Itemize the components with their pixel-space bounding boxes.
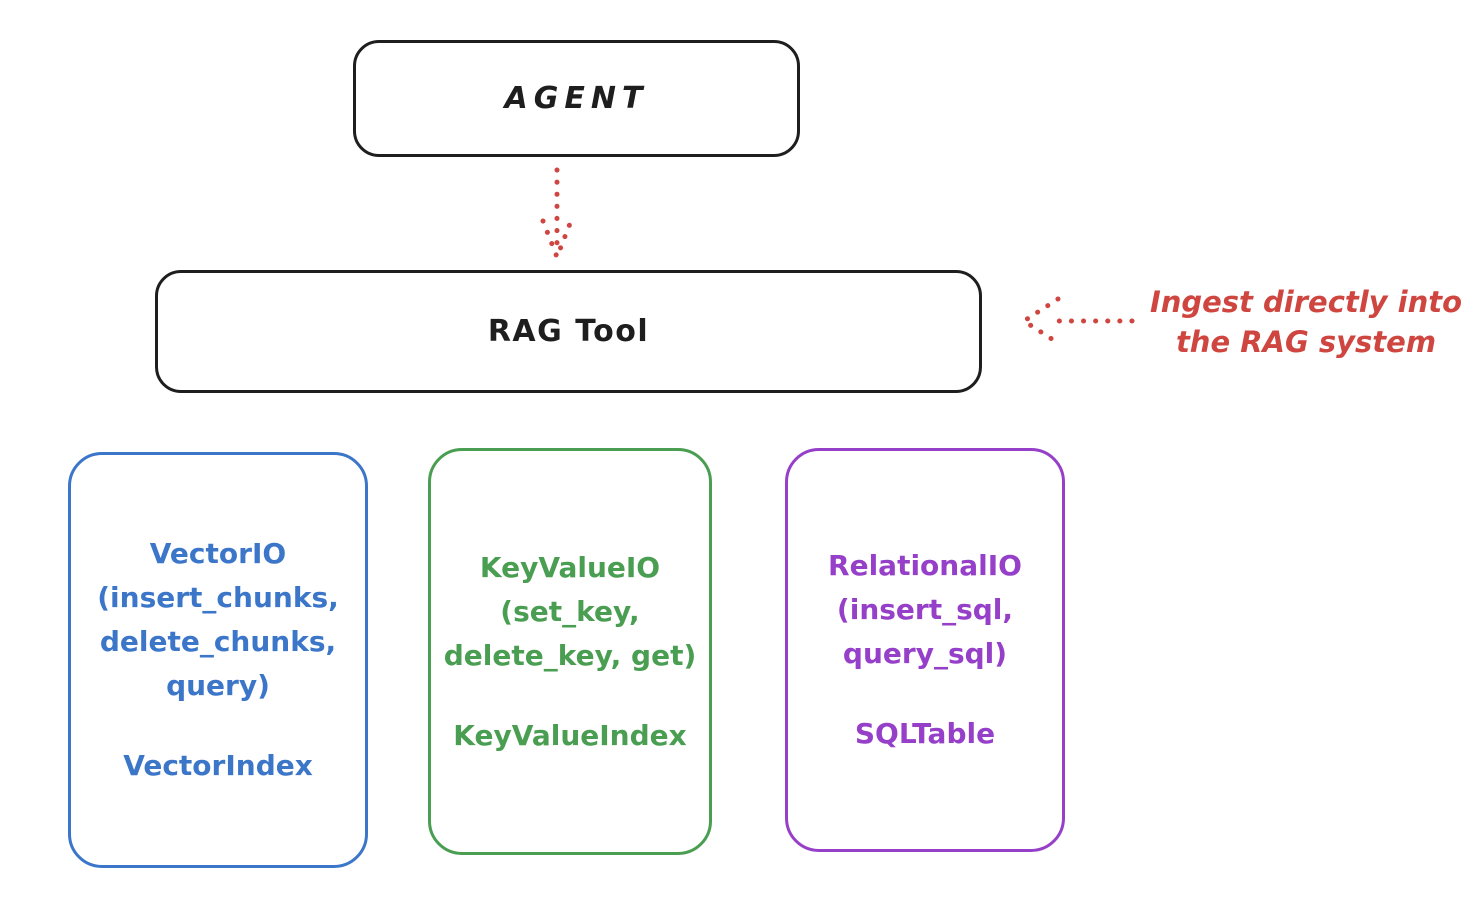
ingest-annotation-line2: the RAG system [1175, 325, 1437, 359]
text-line: (insert_sql, [836, 593, 1014, 626]
ingest-annotation-line1: Ingest directly into [1149, 285, 1463, 319]
text-line: (set_key, [500, 594, 640, 628]
agent-label: AGENT [504, 81, 649, 116]
agent-node: AGENT [353, 40, 800, 157]
agent-to-ragtool-arrow [540, 167, 574, 264]
text-line: KeyValueIO [479, 550, 661, 584]
ingest-annotation-arrow [1019, 296, 1135, 346]
rag-tool-node: RAG Tool [155, 270, 982, 393]
text-line: (insert_chunks, [97, 581, 339, 614]
ingest-annotation: Ingest directly into the RAG system [1138, 282, 1474, 362]
relationalio-methods: RelationalIO (insert_sql, query_sql) [828, 544, 1022, 676]
text-line: delete_chunks, [99, 625, 337, 658]
relationalio-index-label: SQLTable [854, 717, 996, 750]
text-line: query_sql) [842, 637, 1008, 670]
text-line: VectorIO [149, 537, 287, 570]
keyvalueio-node: KeyValueIO (set_key, delete_key, get) Ke… [428, 448, 712, 855]
keyvalueio-methods: KeyValueIO (set_key, delete_key, get) [444, 546, 697, 678]
text-line: query) [166, 669, 270, 702]
vectorio-index-label: VectorIndex [123, 749, 313, 782]
relationalio-node: RelationalIO (insert_sql, query_sql) SQL… [785, 448, 1065, 852]
rag-tool-label: RAG Tool [487, 314, 650, 349]
keyvalueio-index-label: KeyValueIndex [453, 718, 687, 752]
text-line: delete_key, get) [443, 638, 697, 672]
vectorio-methods: VectorIO (insert_chunks, delete_chunks, … [97, 532, 339, 708]
vectorio-node: VectorIO (insert_chunks, delete_chunks, … [68, 452, 368, 868]
text-line: RelationalIO [828, 549, 1022, 582]
